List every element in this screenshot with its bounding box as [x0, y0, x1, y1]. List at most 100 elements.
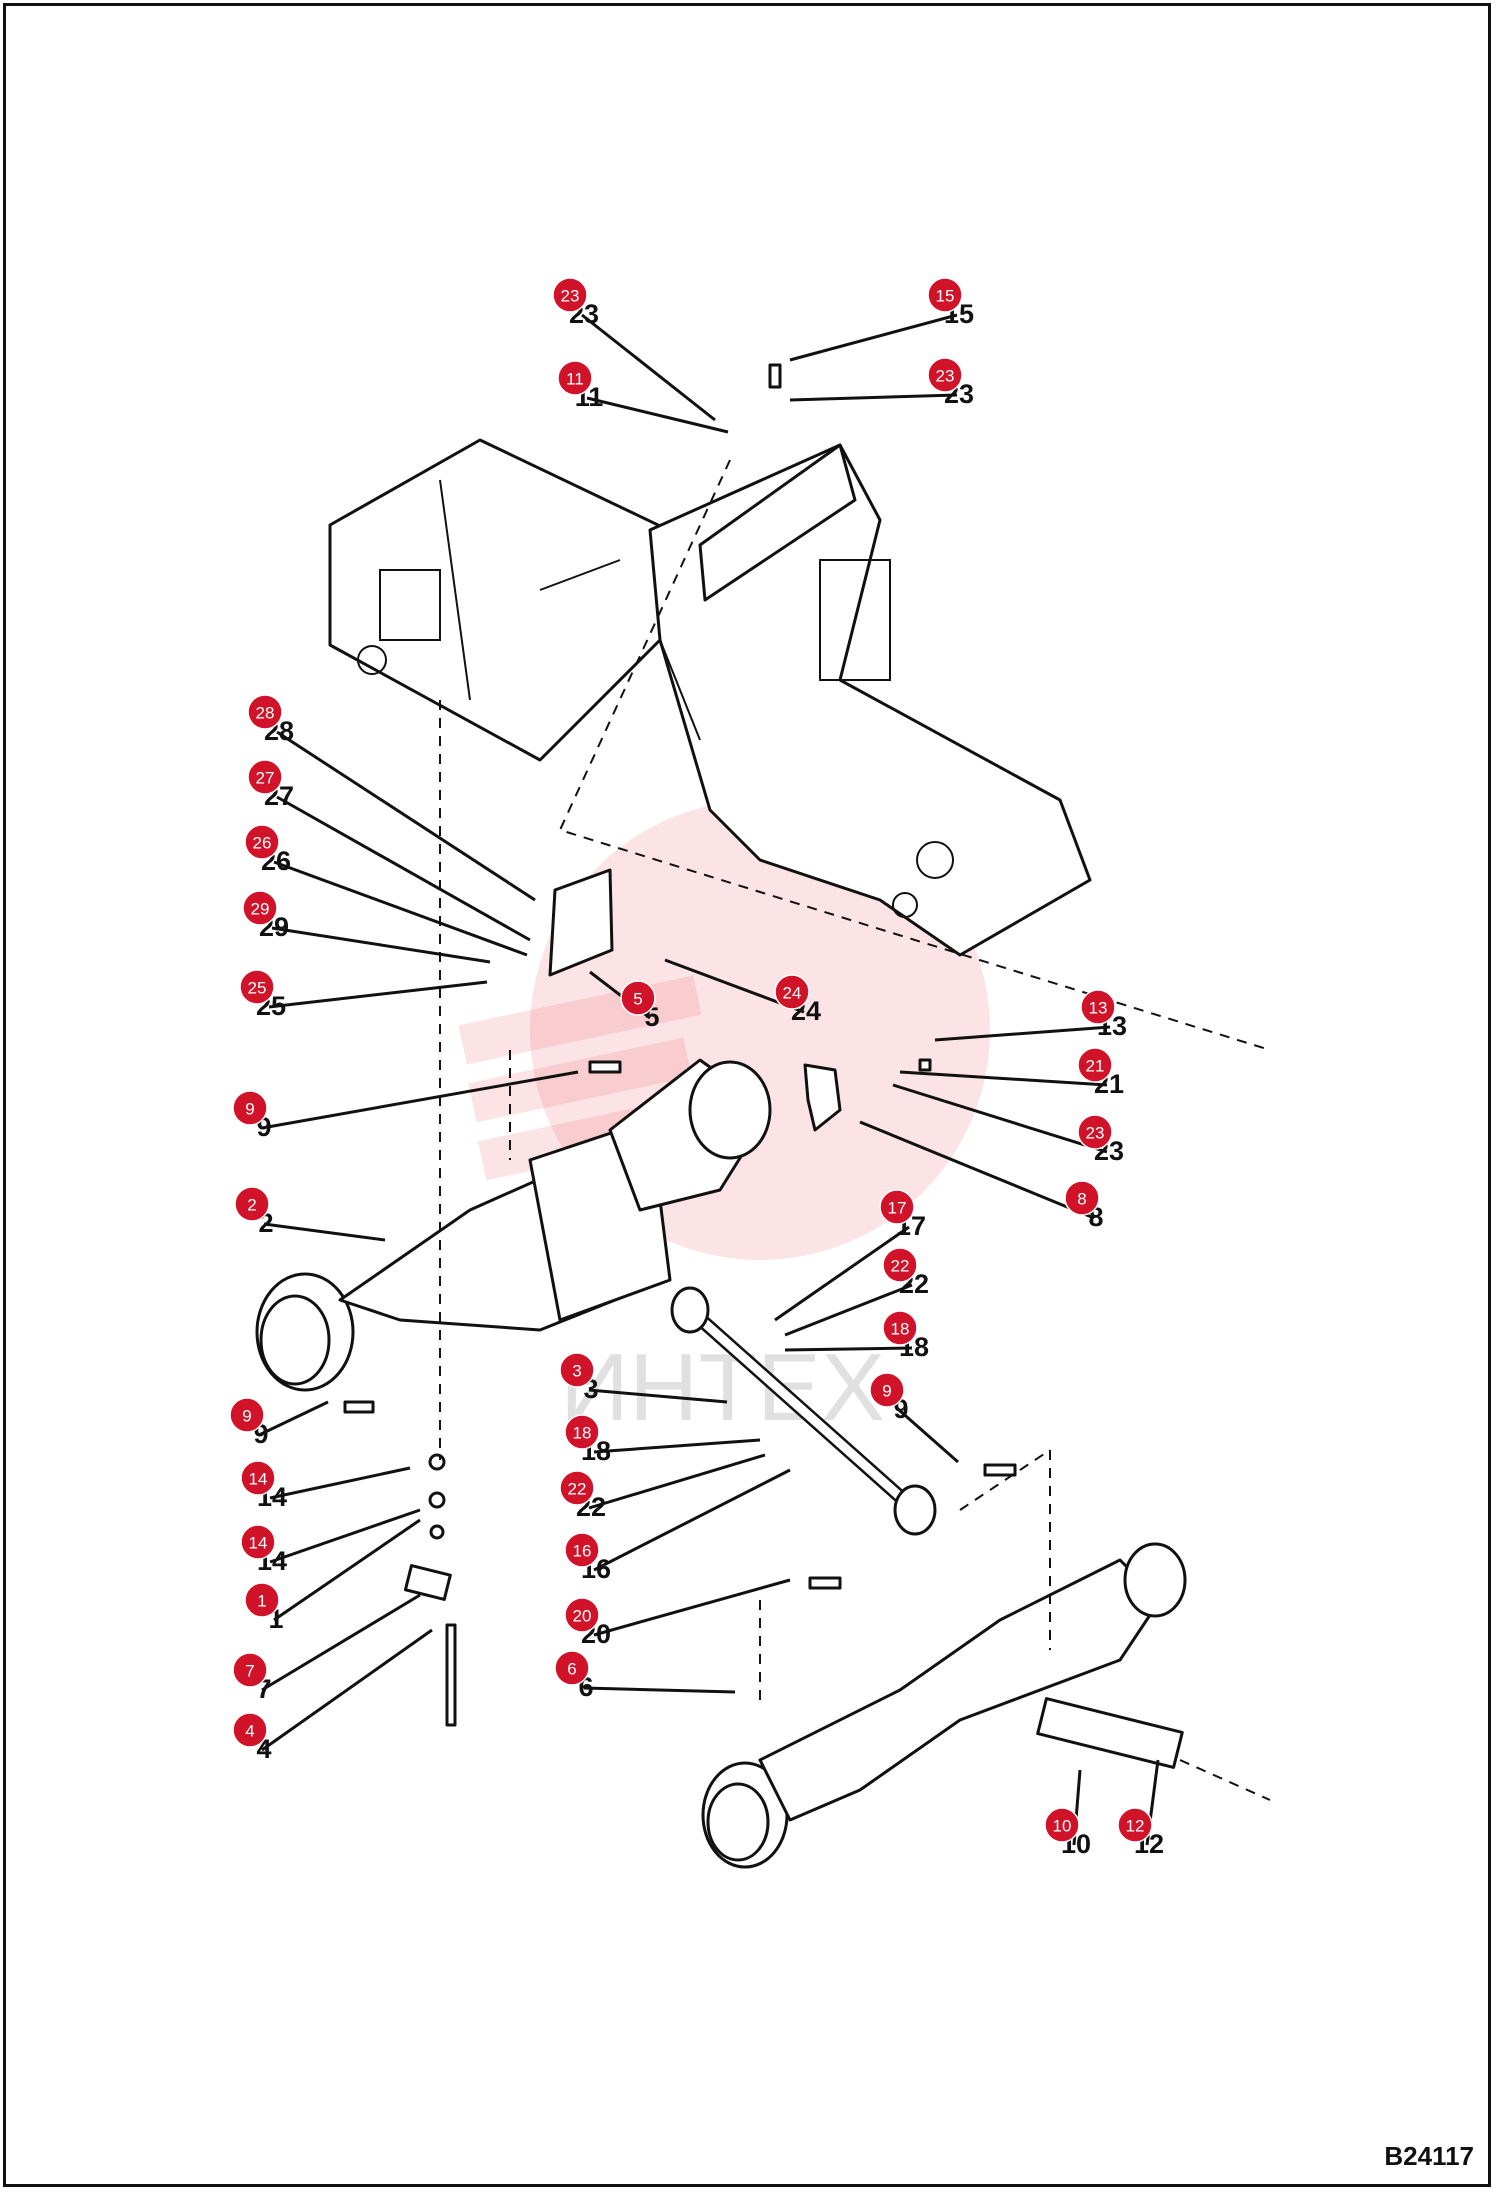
leader-line-20: [593, 1578, 791, 1637]
callout-circle[interactable]: [1044, 1807, 1080, 1843]
callout-circle[interactable]: [927, 277, 963, 313]
callout-17[interactable]: 17: [879, 1189, 915, 1225]
callout-label: 9: [882, 1382, 891, 1401]
callout-4[interactable]: 4: [232, 1712, 268, 1748]
callout-circle[interactable]: [869, 1372, 905, 1408]
leader-line-18: [593, 1438, 761, 1454]
callout-circle[interactable]: [1064, 1180, 1100, 1216]
leader-line-3: [588, 1388, 728, 1404]
callout-11[interactable]: 11: [557, 360, 593, 396]
callout-22[interactable]: 22: [882, 1247, 918, 1283]
callout-23[interactable]: 23: [927, 357, 963, 393]
callout-circle[interactable]: [1117, 1807, 1153, 1843]
callout-circle[interactable]: [882, 1247, 918, 1283]
callout-label: 13: [1089, 999, 1108, 1018]
callout-circle[interactable]: [247, 759, 283, 795]
leader-line-22: [588, 1453, 766, 1510]
callout-circle[interactable]: [557, 360, 593, 396]
callout-24[interactable]: 24: [774, 974, 810, 1010]
callout-circle[interactable]: [564, 1414, 600, 1450]
leader-line-8: [859, 1120, 1095, 1220]
callout-circle[interactable]: [244, 824, 280, 860]
leader-line-23: [789, 393, 958, 402]
callout-circle[interactable]: [1080, 989, 1116, 1025]
callout-circle[interactable]: [244, 1582, 280, 1618]
leader-line-28: [276, 730, 536, 902]
callout-13[interactable]: 13: [1080, 989, 1116, 1025]
callout-circle[interactable]: [232, 1712, 268, 1748]
callout-circle[interactable]: [559, 1352, 595, 1388]
callout-label: 14: [249, 1470, 268, 1489]
callout-circle[interactable]: [240, 1460, 276, 1496]
callout-label: 5: [633, 990, 642, 1009]
callout-label: 23: [561, 287, 580, 306]
callout-23[interactable]: 23: [1077, 1114, 1113, 1150]
callout-18[interactable]: 18: [564, 1414, 600, 1450]
callout-label: 23: [936, 367, 955, 386]
callout-circle[interactable]: [559, 1470, 595, 1506]
leader-line-21: [899, 1070, 1108, 1087]
callout-label: 9: [242, 1407, 251, 1426]
callout-12[interactable]: 12: [1117, 1807, 1153, 1843]
callout-28[interactable]: 28: [247, 694, 283, 730]
leader-line-1: [273, 1518, 421, 1622]
callout-circle[interactable]: [927, 357, 963, 393]
callout-circle[interactable]: [879, 1189, 915, 1225]
leader-line-29: [271, 926, 491, 964]
callout-circle[interactable]: [554, 1650, 590, 1686]
leader-line-16: [593, 1468, 791, 1572]
callout-label: 22: [568, 1480, 587, 1499]
leader-line-9: [261, 1070, 579, 1130]
callout-26[interactable]: 26: [244, 824, 280, 860]
callout-label: 18: [573, 1424, 592, 1443]
callout-21[interactable]: 21: [1077, 1047, 1113, 1083]
callout-20[interactable]: 20: [564, 1597, 600, 1633]
callout-circle[interactable]: [1077, 1114, 1113, 1150]
callout-7[interactable]: 7: [232, 1652, 268, 1688]
leader-line-23: [581, 313, 716, 422]
callout-circle[interactable]: [234, 1186, 270, 1222]
callout-circle[interactable]: [239, 969, 275, 1005]
callout-9[interactable]: 9: [869, 1372, 905, 1408]
callout-label: 25: [248, 979, 267, 998]
callout-22[interactable]: 22: [559, 1470, 595, 1506]
callout-3[interactable]: 3: [559, 1352, 595, 1388]
callout-circle[interactable]: [552, 277, 588, 313]
callout-15[interactable]: 15: [927, 277, 963, 313]
callout-circle[interactable]: [232, 1652, 268, 1688]
callout-9[interactable]: 9: [232, 1090, 268, 1126]
callout-label: 26: [253, 834, 272, 853]
callout-circle[interactable]: [620, 980, 656, 1016]
callout-23[interactable]: 23: [552, 277, 588, 313]
callout-circle[interactable]: [774, 974, 810, 1010]
callout-circle[interactable]: [882, 1310, 918, 1346]
callout-9[interactable]: 9: [229, 1397, 265, 1433]
callout-circle[interactable]: [229, 1397, 265, 1433]
callout-25[interactable]: 25: [239, 969, 275, 1005]
callout-label: 1: [257, 1592, 266, 1611]
callout-6[interactable]: 6: [554, 1650, 590, 1686]
callout-18[interactable]: 18: [882, 1310, 918, 1346]
callout-circle[interactable]: [232, 1090, 268, 1126]
callout-27[interactable]: 27: [247, 759, 283, 795]
callout-circle[interactable]: [1077, 1047, 1113, 1083]
callout-circle[interactable]: [564, 1597, 600, 1633]
callout-circle[interactable]: [564, 1532, 600, 1568]
callout-8[interactable]: 8: [1064, 1180, 1100, 1216]
leader-line-2: [263, 1222, 386, 1242]
callout-2[interactable]: 2: [234, 1186, 270, 1222]
callout-circle[interactable]: [247, 694, 283, 730]
callout-10[interactable]: 10: [1044, 1807, 1080, 1843]
callout-circle[interactable]: [240, 1524, 276, 1560]
callout-14[interactable]: 14: [240, 1460, 276, 1496]
callout-5[interactable]: 5: [620, 980, 656, 1016]
callout-circle[interactable]: [242, 890, 278, 926]
small-parts: [343, 363, 1017, 1727]
callout-label: 6: [567, 1660, 576, 1679]
callout-29[interactable]: 29: [242, 890, 278, 926]
callout-1[interactable]: 1: [244, 1582, 280, 1618]
callout-16[interactable]: 16: [564, 1532, 600, 1568]
leader-line-17: [774, 1225, 910, 1322]
callout-14[interactable]: 14: [240, 1524, 276, 1560]
